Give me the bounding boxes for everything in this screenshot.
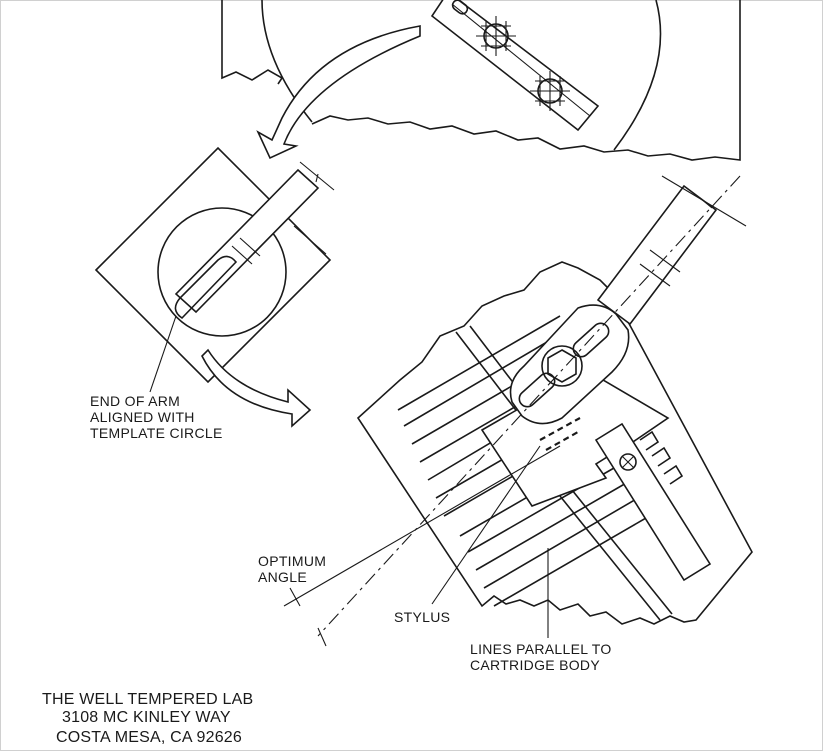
template-sheet-top xyxy=(221,0,741,161)
label-end-of-arm-line2: ALIGNED WITH xyxy=(90,409,195,425)
label-end-of-arm: END OF ARM ALIGNED WITH TEMPLATE CIRCLE xyxy=(90,393,223,441)
screw-icon xyxy=(619,453,637,471)
curved-arrow-right xyxy=(201,348,312,428)
label-end-of-arm-line1: END OF ARM xyxy=(90,393,180,409)
curved-arrow-down-left xyxy=(256,25,421,160)
leader-end-of-arm xyxy=(149,315,177,393)
mounting-plate xyxy=(594,422,712,582)
address-line1: THE WELL TEMPERED LAB xyxy=(42,691,253,708)
label-lines-parallel-line2: CARTRIDGE BODY xyxy=(470,657,600,673)
address-block: THE WELL TEMPERED LAB 3108 MC KINLEY WAY… xyxy=(42,691,253,746)
tonearm-end-left xyxy=(174,161,335,320)
stylus-label-group: STYLUS xyxy=(394,445,541,625)
stylus-marker xyxy=(539,417,581,451)
template-detail-left xyxy=(94,146,335,384)
alignment-center-line xyxy=(317,175,741,637)
address-line2: 3108 MC KINLEY WAY xyxy=(62,709,231,726)
label-lines-parallel-line1: LINES PARALLEL TO xyxy=(470,641,612,657)
template-strip xyxy=(430,0,600,132)
address-line3: COSTA MESA, CA 92626 xyxy=(56,729,242,746)
alignment-protractor-right xyxy=(317,175,753,637)
label-optimum-angle-line2: ANGLE xyxy=(258,569,307,585)
lines-parallel-label-group: LINES PARALLEL TO CARTRIDGE BODY xyxy=(470,548,612,673)
label-stylus: STYLUS xyxy=(394,609,450,625)
optimum-angle-indicator: OPTIMUM ANGLE xyxy=(258,445,561,647)
label-end-of-arm-line3: TEMPLATE CIRCLE xyxy=(90,425,223,441)
tonearm-right xyxy=(509,175,747,425)
label-optimum-angle-line1: OPTIMUM xyxy=(258,553,326,569)
